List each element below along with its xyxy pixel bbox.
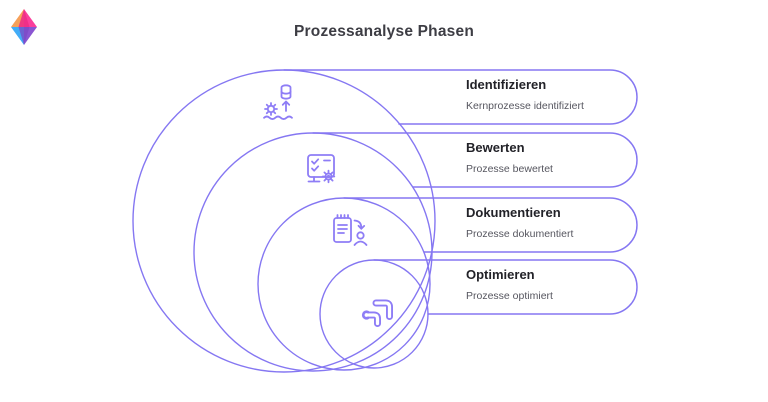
phase-title: Dokumentieren [466,205,561,220]
logo-facet-inner-top [18,9,30,27]
phase-card-2: Bewerten Prozesse bewertet [466,140,631,175]
phase-title: Optimieren [466,267,535,282]
phase-card-outline-3 [343,197,638,253]
phase-circle-1 [132,69,436,373]
phase-subtitle: Kernprozesse identifiziert [466,100,584,112]
phase-card-outline-1 [283,69,638,125]
logo-facet-inner-bottom [18,27,30,45]
screen-check-gear-icon [307,154,336,184]
phase-card-outline-2 [312,132,638,188]
notepad-person-icon [333,214,368,246]
phase-card-1: Identifizieren Kernprozesse identifizier… [466,77,631,112]
phase-card-3: Dokumentieren Prozesse dokumentiert [466,205,631,240]
phase-card-4: Optimieren Prozesse optimiert [466,267,631,302]
phase-subtitle: Prozesse dokumentiert [466,228,574,240]
optimize-arrows-icon [361,299,393,327]
phase-card-outline-4 [373,259,638,315]
phase-subtitle: Prozesse bewertet [466,163,553,175]
phase-title: Bewerten [466,140,525,155]
page-title: Prozessanalyse Phasen [294,23,474,40]
phase-subtitle: Prozesse optimiert [466,290,553,302]
database-extract-icon [263,84,293,120]
diamond-logo[interactable] [10,8,38,46]
phase-title: Identifizieren [466,77,547,92]
phase-circle-3 [257,197,431,371]
